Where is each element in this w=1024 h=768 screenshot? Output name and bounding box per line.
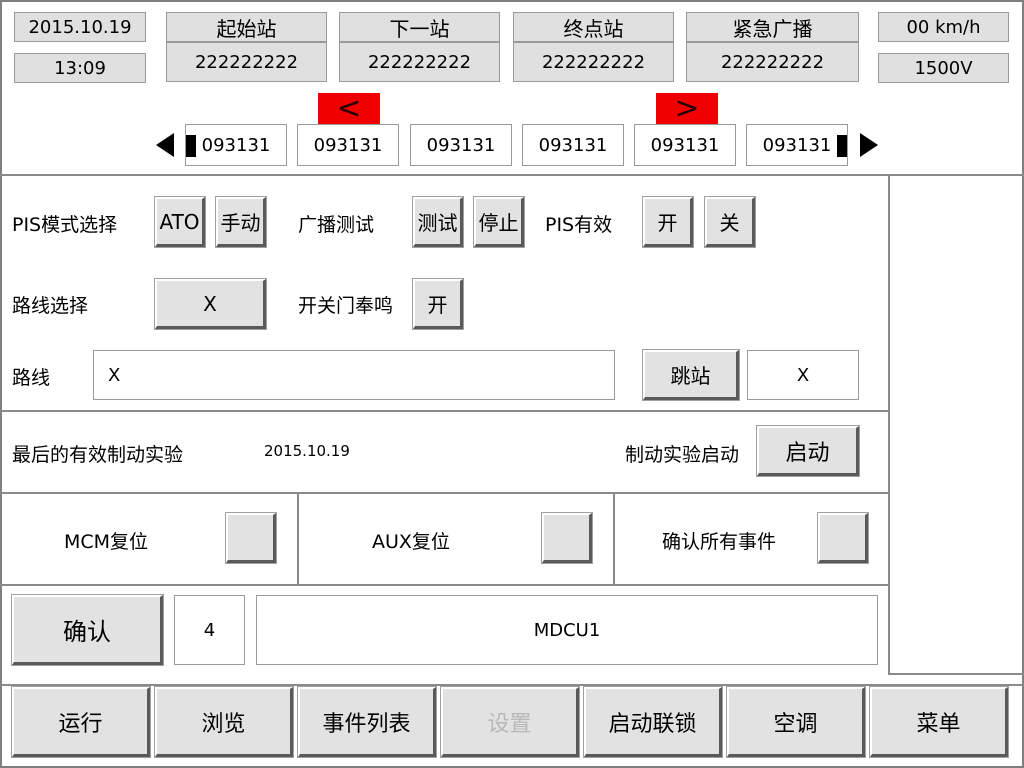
scroll-left-icon[interactable] [156, 133, 174, 157]
station-cell-label: 093131 [762, 134, 832, 156]
confirm-count: 4 [174, 595, 245, 665]
station-cell[interactable]: 093131 [746, 124, 848, 166]
nav-air-conditioning-button[interactable]: 空调 [726, 686, 866, 758]
scroll-right-icon[interactable] [860, 133, 878, 157]
door-chime-label: 开关门奉鸣 [298, 295, 394, 317]
divider [0, 492, 890, 494]
next-page-arrow[interactable]: > [656, 93, 718, 125]
mcm-reset-label: MCM复位 [64, 531, 149, 553]
divider [0, 684, 1024, 686]
nav-event-list-button[interactable]: 事件列表 [297, 686, 437, 758]
divider [0, 410, 890, 412]
next-station-label: 下一站 [339, 12, 500, 42]
station-cell-label: 093131 [650, 134, 720, 156]
nav-menu-button[interactable]: 菜单 [869, 686, 1009, 758]
skip-station-value: X [747, 350, 859, 400]
divider [888, 673, 1024, 675]
broadcast-test-button[interactable]: 测试 [412, 196, 464, 248]
confirm-all-events-label: 确认所有事件 [662, 531, 777, 553]
emergency-broadcast-label: 紧急广播 [686, 12, 859, 42]
brake-test-start-label: 制动实验启动 [625, 444, 740, 466]
route-select-label: 路线选择 [12, 295, 89, 317]
pis-mode-ato-button[interactable]: ATO [154, 196, 206, 248]
pis-valid-off-button[interactable]: 关 [704, 196, 756, 248]
pis-valid-on-button[interactable]: 开 [642, 196, 694, 248]
date-display: 2015.10.19 [14, 12, 146, 42]
end-marker-icon [837, 135, 847, 157]
route-select-button[interactable]: X [154, 278, 267, 330]
confirm-target: MDCU1 [256, 595, 878, 665]
aux-reset-button[interactable] [541, 512, 593, 564]
current-marker-icon [186, 135, 196, 157]
station-cell-label: 093131 [313, 134, 383, 156]
station-cell-label: 093131 [538, 134, 608, 156]
prev-page-arrow[interactable]: < [318, 93, 380, 125]
mcm-reset-button[interactable] [225, 512, 277, 564]
pis-valid-label: PIS有效 [545, 214, 613, 236]
pis-mode-label: PIS模式选择 [12, 214, 118, 236]
start-station-label: 起始站 [166, 12, 327, 42]
next-station-value: 222222222 [339, 42, 500, 82]
divider [297, 492, 299, 584]
nav-browse-button[interactable]: 浏览 [154, 686, 294, 758]
station-cell[interactable]: 093131 [522, 124, 624, 166]
terminal-station-value: 222222222 [513, 42, 674, 82]
station-cell-label: 093131 [201, 134, 271, 156]
last-brake-test-label: 最后的有效制动实验 [12, 444, 184, 466]
brake-test-start-button[interactable]: 启动 [756, 425, 860, 477]
nav-run-button[interactable]: 运行 [11, 686, 151, 758]
route-field[interactable]: X [93, 350, 615, 400]
nav-settings-button[interactable]: 设置 [440, 686, 580, 758]
broadcast-test-label: 广播测试 [298, 214, 375, 236]
divider [0, 174, 1024, 176]
divider [0, 584, 890, 586]
speed-display: 00 km/h [878, 12, 1009, 42]
station-cell[interactable]: 093131 [410, 124, 512, 166]
door-chime-button[interactable]: 开 [412, 278, 464, 330]
station-cell[interactable]: 093131 [634, 124, 736, 166]
skip-station-button[interactable]: 跳站 [642, 349, 740, 401]
nav-startup-interlock-button[interactable]: 启动联锁 [583, 686, 723, 758]
route-label: 路线 [12, 367, 51, 389]
terminal-station-label: 终点站 [513, 12, 674, 42]
start-station-value: 222222222 [166, 42, 327, 82]
pis-mode-manual-button[interactable]: 手动 [215, 196, 267, 248]
broadcast-stop-button[interactable]: 停止 [473, 196, 525, 248]
emergency-broadcast-value: 222222222 [686, 42, 859, 82]
time-display: 13:09 [14, 53, 146, 83]
last-brake-test-date: 2015.10.19 [264, 442, 350, 460]
confirm-button[interactable]: 确认 [11, 594, 164, 666]
station-cell[interactable]: 093131 [185, 124, 287, 166]
divider [888, 174, 890, 674]
divider [613, 492, 615, 584]
station-cell[interactable]: 093131 [297, 124, 399, 166]
station-cell-label: 093131 [426, 134, 496, 156]
confirm-all-events-button[interactable] [817, 512, 869, 564]
aux-reset-label: AUX复位 [372, 531, 450, 553]
voltage-display: 1500V [878, 53, 1009, 83]
